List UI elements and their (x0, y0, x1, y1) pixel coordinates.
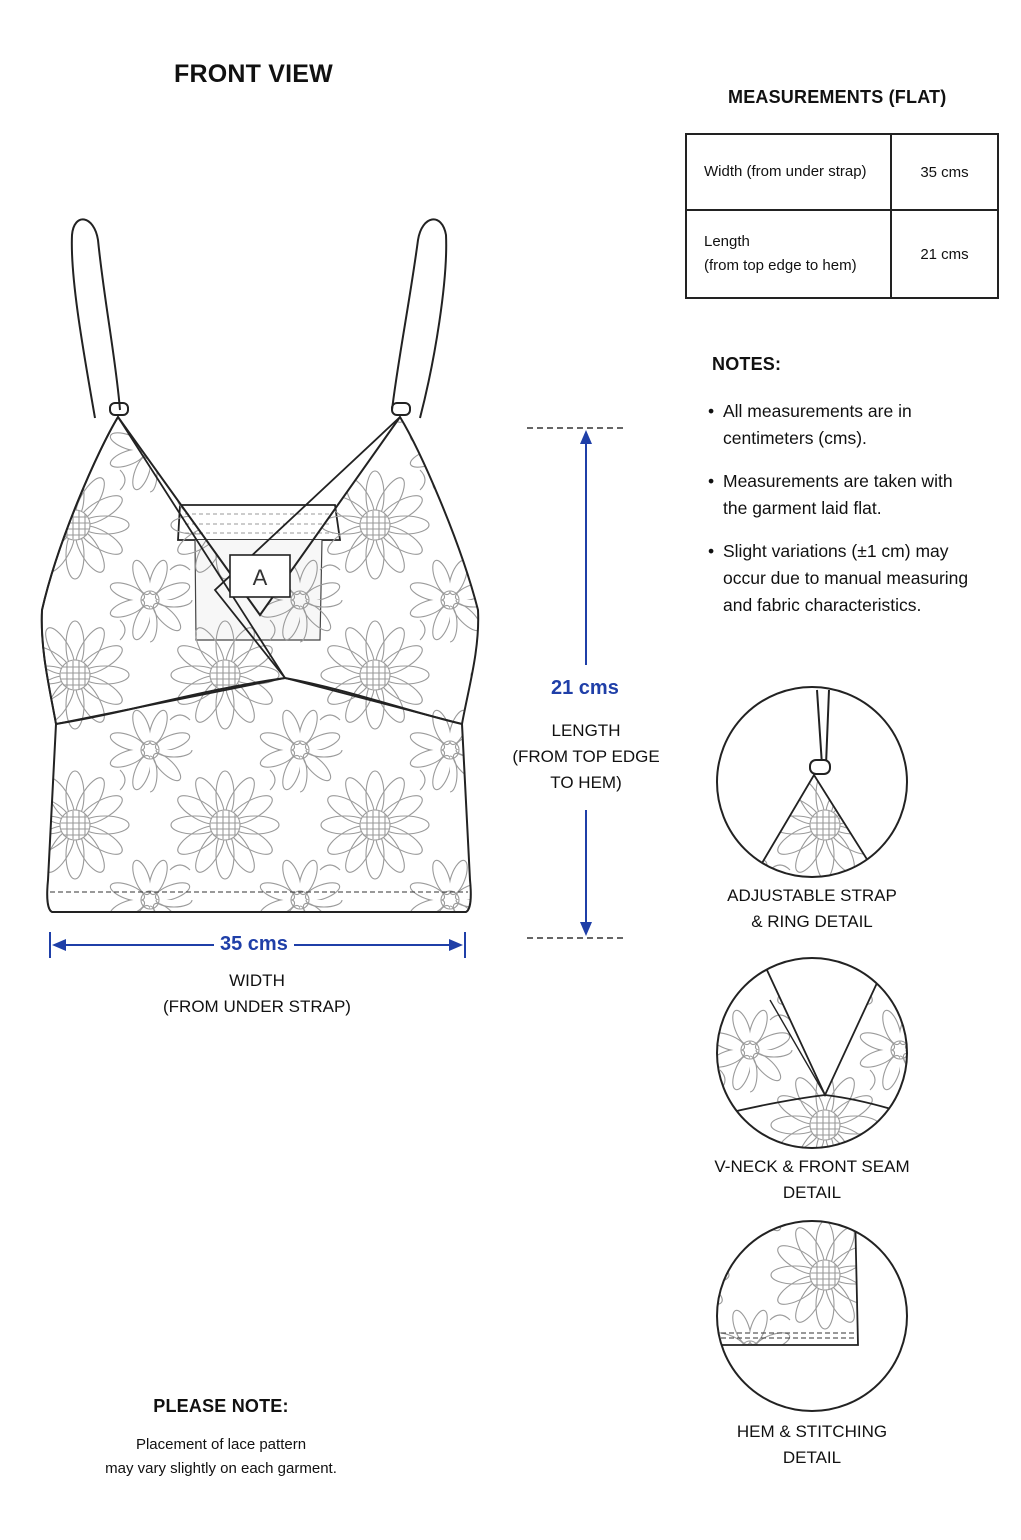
detail-circle-strap (716, 686, 908, 878)
list-item: Slight variations (±1 cm) may occur due … (708, 538, 1008, 619)
measurement-value: 21 cms (890, 209, 999, 299)
length-dimension (527, 427, 625, 939)
list-item: Measurements are taken with the garment … (708, 468, 1008, 522)
shoulder-strap-right (391, 218, 448, 419)
length-value: 21 cms (545, 677, 625, 700)
front-view-title: FRONT VIEW (174, 60, 333, 88)
please-note-text: Placement of lace pattern may vary sligh… (105, 1436, 337, 1477)
detail-circle-hem (716, 1220, 908, 1412)
detail-caption-hem: HEM & STITCHING DETAIL (736, 1422, 888, 1467)
notes-title: NOTES: (712, 354, 782, 374)
width-caption: WIDTH (FROM UNDER STRAP) (163, 971, 351, 1016)
length-caption: LENGTH (FROM TOP EDGE TO HEM) (512, 721, 660, 792)
notes-list: All measurements are in centimeters (cms… (708, 398, 1008, 635)
table-row: Width (from under strap) 35 cms (685, 133, 999, 211)
measurements-table: Width (from under strap) 35 cms Length (… (685, 133, 999, 299)
measurements-title: MEASUREMENTS (FLAT) (728, 87, 947, 107)
shoulder-strap-left (70, 218, 129, 419)
measurement-label: Width (from under strap) (685, 133, 892, 211)
detail-caption-strap: ADJUSTABLE STRAP & RING DETAIL (727, 886, 897, 931)
measurement-label: Length (from top edge to hem) (685, 209, 892, 299)
table-row: Length (from top edge to hem) 21 cms (685, 209, 999, 299)
detail-caption-vneck: V-NECK & FRONT SEAM DETAIL (714, 1157, 910, 1202)
label-tag-letter: A (253, 565, 268, 590)
care-label-tag: A (229, 554, 291, 598)
detail-circle-vneck (716, 957, 908, 1149)
list-item: All measurements are in centimeters (cms… (708, 398, 1008, 452)
bodice (40, 415, 480, 913)
please-note-title: PLEASE NOTE: (153, 1396, 289, 1416)
measurement-value: 35 cms (890, 133, 999, 211)
width-value: 35 cms (214, 933, 294, 956)
